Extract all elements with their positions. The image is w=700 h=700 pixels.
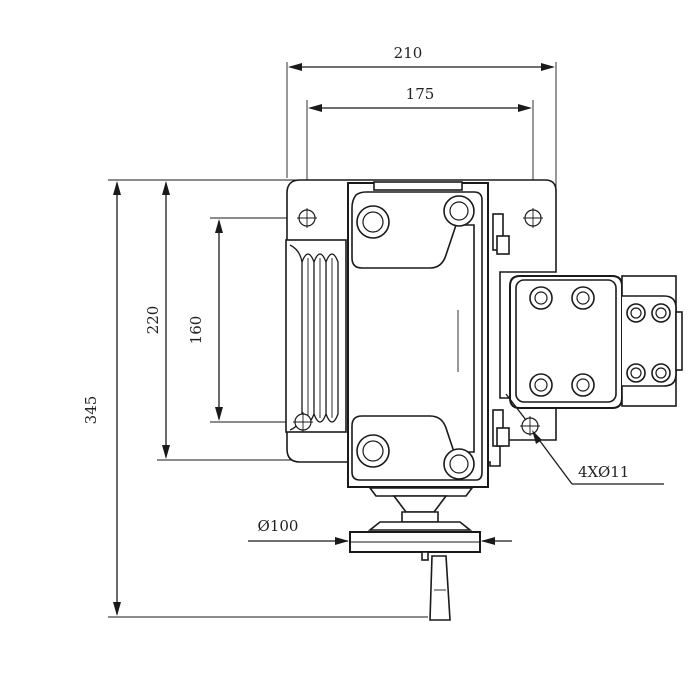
arrowhead-top [162, 181, 170, 195]
handwheel-assembly [349, 487, 481, 621]
mounting-hole-bottom-left [293, 412, 313, 432]
motor-cap-bolt-bl-inner [630, 367, 642, 379]
shaft-collar [368, 487, 474, 497]
handle-grip [429, 555, 451, 621]
dimension-label-220: 220 [144, 306, 162, 335]
arrowhead-top [215, 219, 223, 233]
mounting-hole-top-left [297, 208, 317, 228]
annotation-label-4x-11: 4XØ11 [578, 463, 629, 481]
arrowhead-left [308, 104, 322, 112]
bolt-bottom-left-inner [362, 440, 384, 462]
dimension-hole-span-width: 175 [306, 85, 534, 232]
arrowhead-right [541, 63, 555, 71]
motor-cap-bolt-tr-inner [655, 307, 667, 319]
shaft-neck [401, 511, 439, 523]
dimension-label-175: 175 [406, 85, 435, 103]
pulley-groove-4 [325, 253, 339, 423]
motor-bolt-bl-inner [534, 378, 548, 392]
motor-flange-inner [515, 279, 617, 403]
arrowhead-left [288, 63, 302, 71]
dimension-label-160: 160 [187, 316, 205, 345]
pulley-groove-1 [289, 244, 303, 431]
motor-cap-bolt-br-inner [655, 367, 667, 379]
handwheel-hub [367, 521, 473, 531]
arrowhead-bottom [215, 407, 223, 421]
annotation-mounting-holes: 4XØ11 [505, 393, 664, 485]
arrowhead-bottom [113, 602, 121, 616]
pulley-body [285, 239, 347, 433]
dimension-handwheel-diameter: Ø100 [248, 517, 512, 545]
motor-bolt-tl-inner [534, 291, 548, 305]
pulley [285, 239, 347, 433]
bolt-top-left-inner [362, 211, 384, 233]
handle-stem [421, 551, 429, 561]
gearbox-inner-outline [351, 191, 483, 481]
arrowhead-right [518, 104, 532, 112]
leader-line-secondary [505, 393, 527, 421]
dimension-overall-height: 345 [82, 179, 428, 618]
arrowhead-top [113, 181, 121, 195]
gearbox-top-flange [373, 181, 463, 191]
arrowhead-left [335, 537, 349, 545]
motor-cap-bolt-tl-inner [630, 307, 642, 319]
mounting-hole-bottom-right [520, 416, 540, 436]
motor-block [509, 275, 683, 409]
dimension-label-210: 210 [394, 44, 423, 62]
motor-bolt-tr-inner [576, 291, 590, 305]
leader-line [533, 432, 573, 485]
motor-end [675, 311, 683, 371]
bolt-top-right-inner [449, 201, 469, 221]
motor-bolt-br-inner [576, 378, 590, 392]
gearbox-housing [285, 179, 557, 488]
dimension-label-d100: Ø100 [258, 517, 299, 535]
bolt-bottom-right-inner [449, 454, 469, 474]
clip-top-tab [496, 235, 510, 255]
pulley-groove-3 [313, 253, 327, 423]
dimension-body-height: 220 [144, 181, 300, 461]
arrowhead-right [481, 537, 495, 545]
dimension-label-345: 345 [82, 396, 100, 425]
dimension-overall-width: 210 [286, 44, 557, 190]
mounting-hole-top-right [523, 208, 543, 228]
shaft-cone [392, 495, 448, 513]
arrowhead-bottom [162, 445, 170, 459]
leader-arrowhead [532, 430, 542, 444]
clip-bottom-tab [496, 427, 510, 447]
